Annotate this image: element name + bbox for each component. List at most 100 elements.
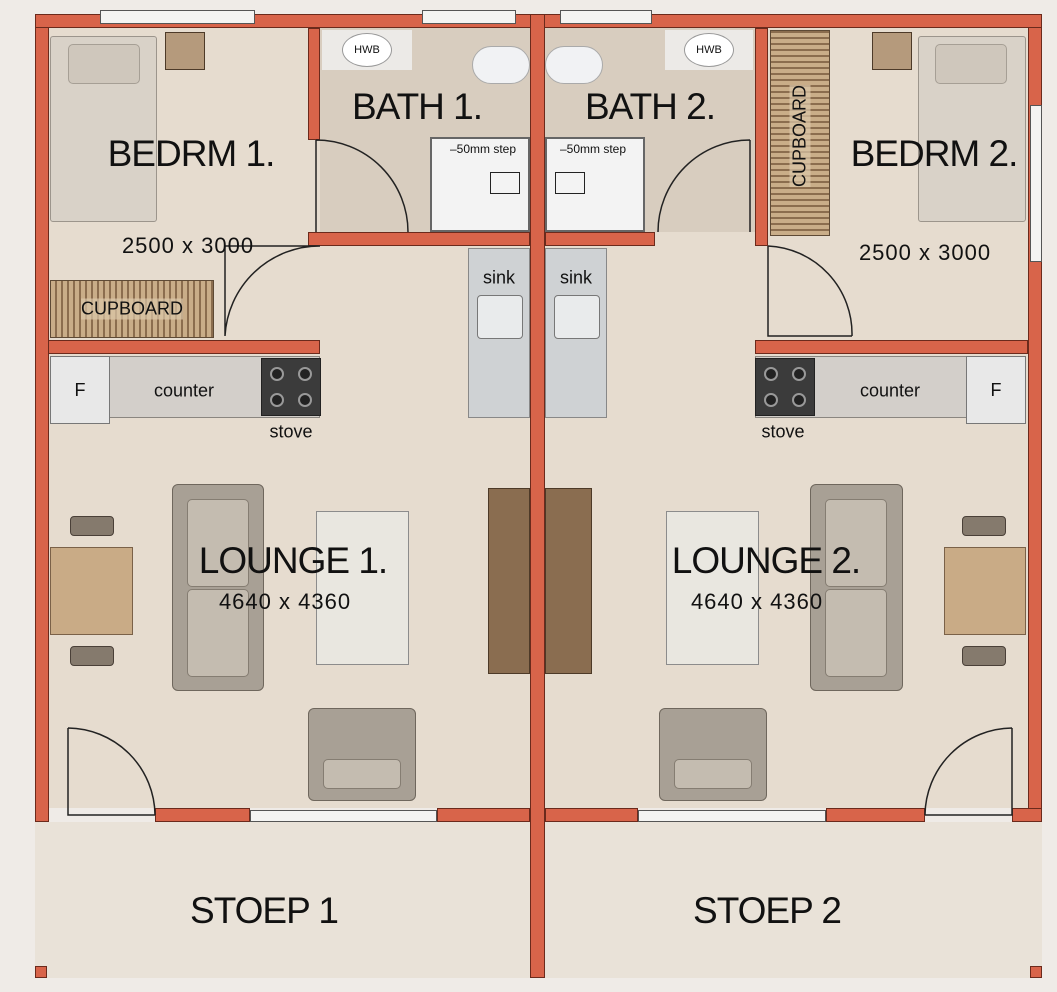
window-bath2	[560, 10, 652, 24]
stoep-2-label: STOEP 2	[693, 890, 842, 931]
basin-2: HWB	[684, 33, 734, 67]
coffee-table-2	[666, 511, 759, 665]
fridge-2-label: F	[990, 379, 1002, 400]
window-lounge2	[638, 810, 826, 822]
window-bed1	[100, 10, 255, 24]
counter-1-label: counter	[153, 380, 215, 401]
stoep-post-right	[1030, 966, 1042, 978]
tv-unit-1	[488, 488, 530, 674]
pillow-1	[68, 44, 140, 84]
wall-front-2a	[545, 808, 638, 822]
door-bed1[interactable]	[224, 245, 321, 337]
dining-table-1	[50, 547, 133, 635]
wall-bath2-bed2	[755, 28, 768, 246]
cupboard-2-label: CUPBOARD	[789, 84, 811, 188]
dining-table-2	[944, 547, 1026, 635]
sink-2	[545, 248, 607, 418]
sofa-cushion	[187, 589, 249, 677]
lounge-1-label: LOUNGE 1.	[198, 540, 388, 581]
armchair-2	[659, 708, 767, 801]
armchair-1	[308, 708, 416, 801]
window-bath1	[422, 10, 516, 24]
sofa-cushion	[825, 589, 887, 677]
sink-1	[468, 248, 530, 418]
shower-1-drain-icon	[490, 172, 520, 194]
shower-2	[545, 137, 645, 232]
basin-2-label: HWB	[696, 44, 722, 56]
nightstand-2	[872, 32, 912, 70]
wall-center	[530, 14, 545, 978]
door-bath2[interactable]	[657, 139, 751, 233]
window-bed2	[1030, 105, 1042, 262]
sofa-cushion	[825, 499, 887, 587]
tv-unit-2	[545, 488, 592, 674]
sink-1-bowl	[477, 295, 523, 339]
shower-1	[430, 137, 530, 232]
burner-icon	[792, 367, 806, 381]
burner-icon	[764, 367, 778, 381]
wall-bed1-bath1	[308, 28, 320, 140]
lounge-2-label: LOUNGE 2.	[671, 540, 861, 581]
stoep-1-label: STOEP 1	[190, 890, 339, 931]
dining-chair	[70, 516, 114, 536]
fridge-1-label: F	[74, 379, 86, 400]
toilet-1	[472, 46, 530, 84]
wall-bath2-bottom	[545, 232, 655, 246]
door-bed2[interactable]	[767, 245, 853, 337]
window-lounge1	[250, 810, 437, 822]
stoep-post-left	[35, 966, 47, 978]
sofa-1	[172, 484, 264, 691]
door-lounge1[interactable]	[67, 727, 156, 816]
armchair-cushion	[323, 759, 401, 789]
lounge-1-size: 4640 x 4360	[218, 589, 352, 614]
sink-2-label: sink	[559, 267, 593, 288]
stove-2	[755, 358, 815, 416]
bedroom-1-size: 2500 x 3000	[121, 233, 255, 258]
sink-1-label: sink	[482, 267, 516, 288]
sink-2-bowl	[554, 295, 600, 339]
burner-icon	[298, 393, 312, 407]
stoep-1-floor	[35, 822, 530, 978]
burner-icon	[764, 393, 778, 407]
lounge-2-size: 4640 x 4360	[690, 589, 824, 614]
shower-2-drain-icon	[555, 172, 585, 194]
shower-2-step: –50mm step	[559, 142, 627, 156]
sofa-cushion	[187, 499, 249, 587]
counter-2-label: counter	[859, 380, 921, 401]
stoep-2-floor	[545, 822, 1042, 978]
wall-bed1-bottom	[48, 340, 320, 354]
fridge-2: F	[966, 356, 1026, 424]
bath-2-label: BATH 2.	[584, 86, 716, 127]
basin-1-label: HWB	[354, 44, 380, 56]
pillow-2	[935, 44, 1007, 84]
shower-1-step: –50mm step	[449, 142, 517, 156]
dining-chair	[962, 516, 1006, 536]
door-bath1[interactable]	[315, 139, 409, 233]
burner-icon	[298, 367, 312, 381]
dining-chair	[962, 646, 1006, 666]
dining-chair	[70, 646, 114, 666]
cupboard-1-label: CUPBOARD	[80, 298, 184, 320]
basin-1: HWB	[342, 33, 392, 67]
fridge-1: F	[50, 356, 110, 424]
wall-front-1a	[155, 808, 250, 822]
coffee-table-1	[316, 511, 409, 665]
nightstand-1	[165, 32, 205, 70]
wall-bath1-bottom	[308, 232, 530, 246]
sofa-2	[810, 484, 903, 691]
burner-icon	[792, 393, 806, 407]
stove-1	[261, 358, 321, 416]
burner-icon	[270, 393, 284, 407]
bedroom-1-label: BEDRM 1.	[107, 133, 276, 174]
wall-bed2-bottom	[755, 340, 1028, 354]
wall-front-1b	[437, 808, 530, 822]
bedroom-2-label: BEDRM 2.	[850, 133, 1019, 174]
stove-2-label: stove	[761, 421, 805, 442]
bath-1-label: BATH 1.	[351, 86, 483, 127]
door-lounge2[interactable]	[924, 727, 1013, 816]
burner-icon	[270, 367, 284, 381]
toilet-2	[545, 46, 603, 84]
bedroom-2-size: 2500 x 3000	[858, 240, 992, 265]
wall-front-2b	[826, 808, 925, 822]
